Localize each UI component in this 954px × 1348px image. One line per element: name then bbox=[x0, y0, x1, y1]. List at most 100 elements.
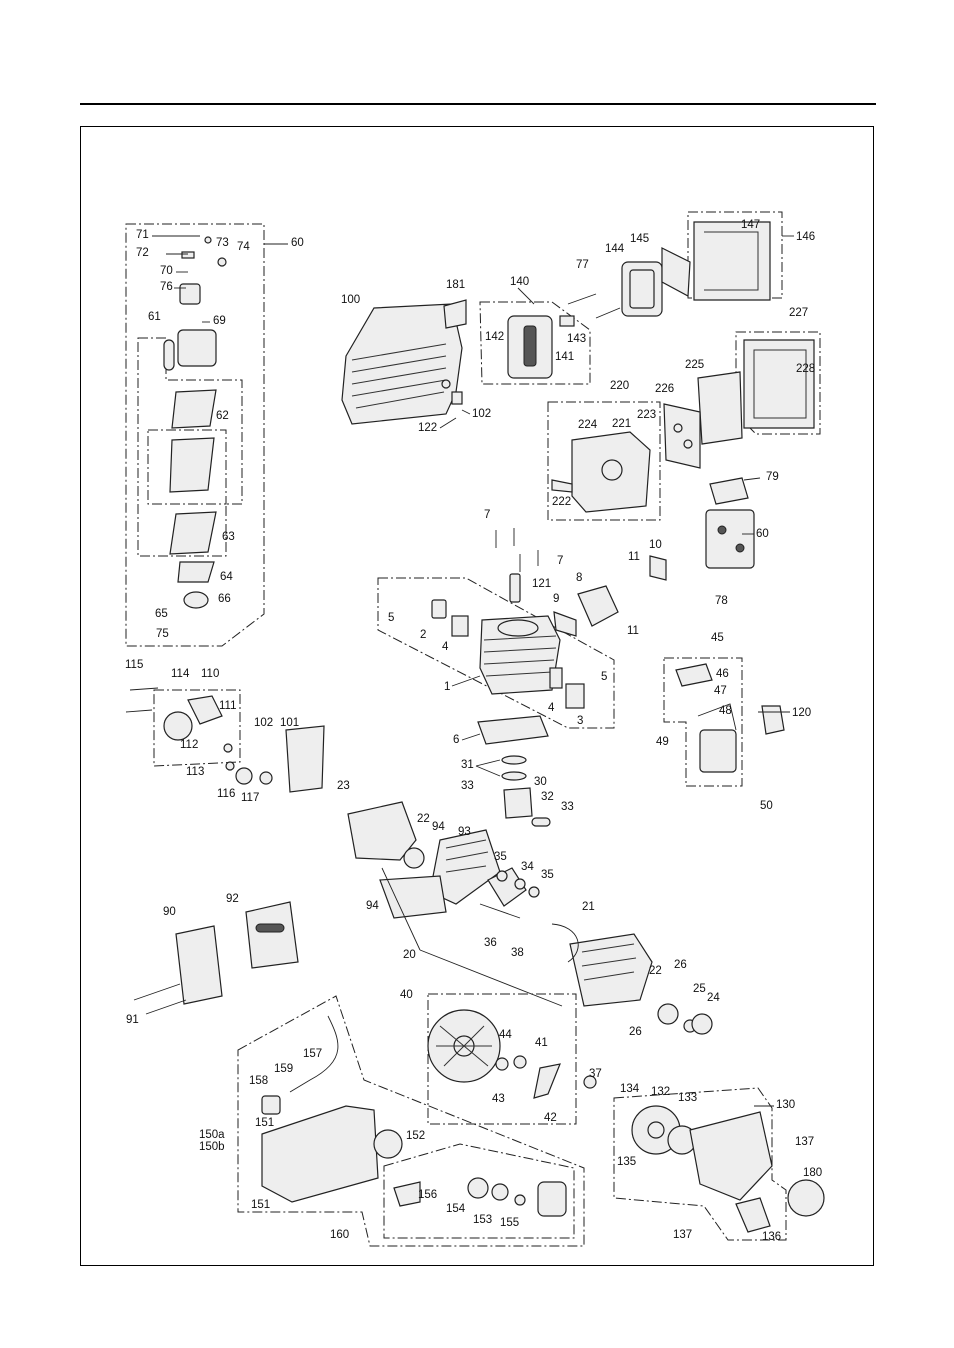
part-label: 1 bbox=[444, 681, 450, 693]
part-label: 122 bbox=[418, 422, 437, 434]
part-label: 72 bbox=[136, 247, 149, 259]
part-label: 132 bbox=[651, 1086, 670, 1098]
part-label: 44 bbox=[499, 1029, 512, 1041]
part-label: 114 bbox=[171, 668, 190, 680]
part-label: 136 bbox=[762, 1231, 781, 1243]
part-label: 5 bbox=[388, 612, 394, 624]
part-label: 6 bbox=[453, 734, 459, 746]
part-label: 33 bbox=[561, 801, 574, 813]
part-label: 37 bbox=[589, 1068, 602, 1080]
part-label: 91 bbox=[126, 1014, 139, 1026]
part-label: 146 bbox=[796, 231, 815, 243]
part-label: 144 bbox=[605, 243, 625, 255]
part-label: 23 bbox=[337, 780, 350, 792]
part-label: 33 bbox=[461, 780, 474, 792]
part-label: 140 bbox=[510, 276, 529, 288]
part-label: 48 bbox=[719, 705, 732, 717]
part-label: 4 bbox=[442, 641, 449, 653]
part-label: 142 bbox=[485, 331, 504, 343]
part-label: 61 bbox=[148, 311, 161, 323]
part-label: 115 bbox=[125, 659, 143, 671]
part-label: 22 bbox=[417, 813, 430, 825]
part-label: 78 bbox=[715, 595, 728, 607]
part-label: 24 bbox=[707, 992, 720, 1004]
part-label: 110 bbox=[201, 668, 219, 680]
part-label: 152 bbox=[406, 1130, 425, 1142]
part-label: 40 bbox=[400, 989, 413, 1001]
part-label: 150a bbox=[199, 1129, 225, 1141]
part-label: 45 bbox=[711, 632, 724, 644]
part-label: 150b bbox=[199, 1141, 225, 1153]
part-label: 22 bbox=[649, 965, 662, 977]
part-label: 102 bbox=[254, 717, 273, 729]
part-label: 10 bbox=[649, 539, 662, 551]
part-label: 113 bbox=[186, 766, 204, 778]
part-label: 73 bbox=[216, 237, 229, 249]
part-label: 120 bbox=[792, 707, 811, 719]
part-label: 70 bbox=[160, 265, 173, 277]
diagram-frame bbox=[80, 126, 874, 1266]
part-label: 111 bbox=[219, 700, 236, 712]
part-label: 11 bbox=[628, 551, 640, 563]
part-label: 100 bbox=[341, 294, 360, 306]
part-label: 137 bbox=[673, 1229, 692, 1241]
part-label: 26 bbox=[674, 959, 687, 971]
part-label: 21 bbox=[582, 901, 595, 913]
part-label: 94 bbox=[366, 900, 379, 912]
part-label: 63 bbox=[222, 531, 235, 543]
part-label: 31 bbox=[461, 759, 474, 771]
part-label: 222 bbox=[552, 496, 571, 508]
part-label: 4 bbox=[548, 702, 555, 714]
part-label: 25 bbox=[693, 983, 706, 995]
part-label: 180 bbox=[803, 1167, 822, 1179]
part-label: 65 bbox=[155, 608, 168, 620]
part-label: 130 bbox=[776, 1099, 795, 1111]
part-label: 30 bbox=[534, 776, 547, 788]
part-label: 159 bbox=[274, 1063, 293, 1075]
part-label: 102 bbox=[472, 408, 491, 420]
part-label: 20 bbox=[403, 949, 416, 961]
part-label: 151 bbox=[251, 1199, 270, 1211]
part-label: 141 bbox=[555, 351, 574, 363]
part-label: 49 bbox=[656, 736, 669, 748]
header-rule bbox=[80, 103, 876, 105]
part-label: 64 bbox=[220, 571, 233, 583]
part-label: 79 bbox=[766, 471, 779, 483]
part-label: 220 bbox=[610, 380, 629, 392]
part-label: 8 bbox=[576, 572, 582, 584]
part-label: 155 bbox=[500, 1217, 519, 1229]
part-label: 160 bbox=[330, 1229, 349, 1241]
part-label: 225 bbox=[685, 359, 704, 371]
part-label: 94 bbox=[432, 821, 445, 833]
part-label: 90 bbox=[163, 906, 176, 918]
part-label: 35 bbox=[541, 869, 554, 881]
part-label: 60 bbox=[291, 237, 304, 249]
part-label: 116 bbox=[217, 788, 235, 800]
part-label: 226 bbox=[655, 383, 674, 395]
part-label: 66 bbox=[218, 593, 231, 605]
part-label: 69 bbox=[213, 315, 226, 327]
parts bbox=[125, 221, 825, 1233]
part-label: 5 bbox=[601, 671, 607, 683]
part-label: 50 bbox=[760, 800, 773, 812]
part-label: 75 bbox=[156, 628, 169, 640]
part-label: 151 bbox=[255, 1117, 274, 1129]
part-label: 224 bbox=[578, 419, 598, 431]
part-label: 181 bbox=[446, 279, 465, 291]
part-label: 36 bbox=[484, 937, 497, 949]
part-label: 74 bbox=[237, 241, 250, 253]
part-label: 7 bbox=[557, 555, 563, 567]
part-label: 101 bbox=[280, 717, 299, 729]
part-label: 7 bbox=[484, 509, 490, 521]
part-label: 11 bbox=[627, 625, 639, 637]
part-label: 157 bbox=[303, 1048, 322, 1060]
part-label: 35 bbox=[494, 851, 507, 863]
part-label: 62 bbox=[216, 410, 229, 422]
part-label: 137 bbox=[795, 1136, 814, 1148]
part-label: 153 bbox=[473, 1214, 492, 1226]
part-label: 134 bbox=[620, 1083, 640, 1095]
part-label: 38 bbox=[511, 947, 524, 959]
part-label: 47 bbox=[714, 685, 727, 697]
